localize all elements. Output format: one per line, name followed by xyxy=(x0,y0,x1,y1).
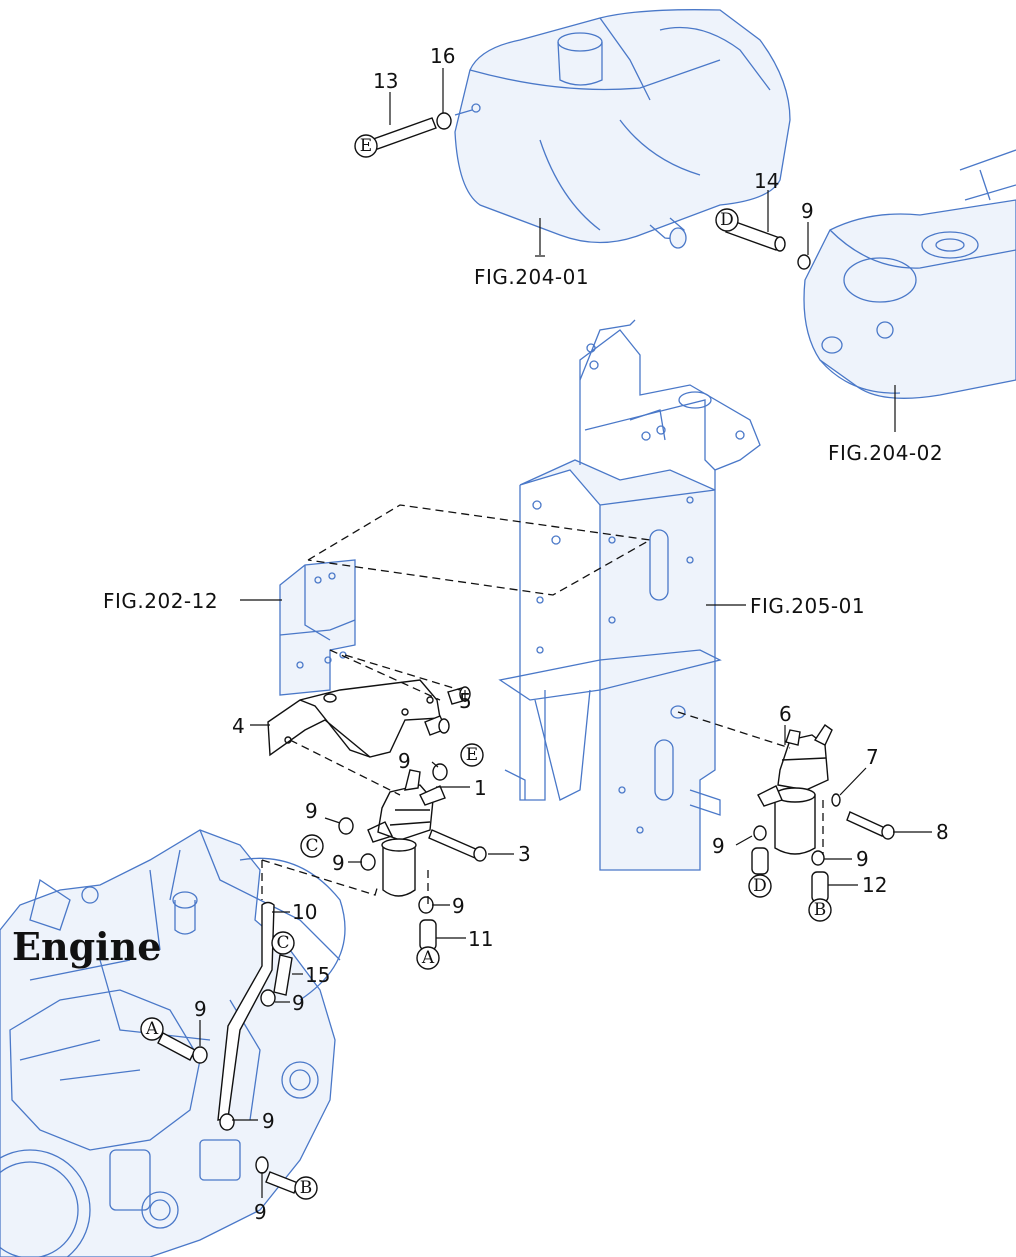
washer-7 xyxy=(831,793,841,807)
callout-9-eng-mid: 9 xyxy=(262,1109,275,1133)
callout-9-left2: 9 xyxy=(332,851,345,875)
callout-3: 3 xyxy=(518,842,531,866)
callout-12: 12 xyxy=(862,873,887,897)
svg-text:D: D xyxy=(720,210,734,230)
connector-a-filter: A xyxy=(416,946,440,970)
callout-9-lower: 9 xyxy=(712,834,725,858)
svg-text:B: B xyxy=(300,1178,313,1198)
svg-text:B: B xyxy=(814,900,827,920)
callout-7: 7 xyxy=(866,745,879,769)
hose-10 xyxy=(217,901,275,1121)
hose-b-engine xyxy=(265,1171,299,1194)
callout-14: 14 xyxy=(754,169,779,193)
connector-e-filter: E xyxy=(460,743,484,767)
svg-text:A: A xyxy=(421,948,435,968)
svg-text:C: C xyxy=(305,836,318,856)
hose-d-filter xyxy=(751,847,769,875)
callout-9-eng-b: 9 xyxy=(254,1200,267,1224)
callout-9-tank: 9 xyxy=(801,199,814,223)
callout-4: 4 xyxy=(232,714,245,738)
callout-9-a: 9 xyxy=(452,894,465,918)
fig-ref-204-01: FIG.204-01 xyxy=(474,265,589,289)
callout-9-15: 9 xyxy=(292,991,305,1015)
callout-9-e: 9 xyxy=(398,749,411,773)
leader-lines xyxy=(199,68,932,1198)
bracket-202-12 xyxy=(279,559,356,696)
hose-a-engine xyxy=(157,1032,196,1061)
fuel-filter-left xyxy=(367,769,446,897)
bolt-3 xyxy=(428,829,487,862)
connector-b-engine: B xyxy=(294,1176,318,1200)
callout-10: 10 xyxy=(292,900,317,924)
connector-c-filter: C xyxy=(300,834,324,858)
frame-bracket xyxy=(498,319,761,871)
callout-numbers: 13 16 14 9 5 4 9 1 9 3 9 9 11 10 15 9 9 … xyxy=(194,44,949,1224)
fuel-tank-main xyxy=(454,9,791,249)
connector-d-filter: D xyxy=(748,874,772,898)
callout-13: 13 xyxy=(373,69,398,93)
connector-a-engine: A xyxy=(140,1017,164,1041)
callout-11: 11 xyxy=(468,927,493,951)
assembly-lines xyxy=(261,504,824,905)
bolts-5 xyxy=(424,686,471,736)
callout-9-eng-a: 9 xyxy=(194,997,207,1021)
svg-text:A: A xyxy=(145,1019,159,1039)
hose-15 xyxy=(273,954,293,996)
callout-9-right2: 9 xyxy=(856,847,869,871)
callout-8: 8 xyxy=(936,820,949,844)
connector-b-filter: B xyxy=(808,898,832,922)
fig-ref-202-12: FIG.202-12 xyxy=(103,589,218,613)
figure-references: FIG.204-01 FIG.204-02 FIG.202-12 FIG.205… xyxy=(103,265,943,618)
callout-1: 1 xyxy=(474,776,487,800)
callout-16: 16 xyxy=(430,44,455,68)
callout-6: 6 xyxy=(779,702,792,726)
svg-text:E: E xyxy=(466,745,478,765)
hose-12 xyxy=(811,871,829,903)
connector-markers: E D E C A C A B xyxy=(140,134,832,1200)
svg-text:E: E xyxy=(360,136,372,156)
hose-11 xyxy=(419,919,437,951)
fuel-filter-right xyxy=(757,724,833,855)
callout-15: 15 xyxy=(305,963,330,987)
svg-text:D: D xyxy=(753,876,767,896)
connector-c-hose: C xyxy=(271,931,295,955)
callout-5: 5 xyxy=(459,689,472,713)
connector-d-tank: D xyxy=(715,208,739,232)
svg-text:C: C xyxy=(276,933,289,953)
fig-ref-205-01: FIG.205-01 xyxy=(750,594,865,618)
connector-e-tank: E xyxy=(354,134,378,158)
fuel-tank-secondary xyxy=(803,149,1016,399)
fig-ref-204-02: FIG.204-02 xyxy=(828,441,943,465)
callout-9-c: 9 xyxy=(305,799,318,823)
engine-label: Engine xyxy=(12,924,161,969)
mounting-plate xyxy=(267,679,441,758)
bolt-8 xyxy=(846,811,895,840)
hose-clamps xyxy=(192,112,825,1174)
